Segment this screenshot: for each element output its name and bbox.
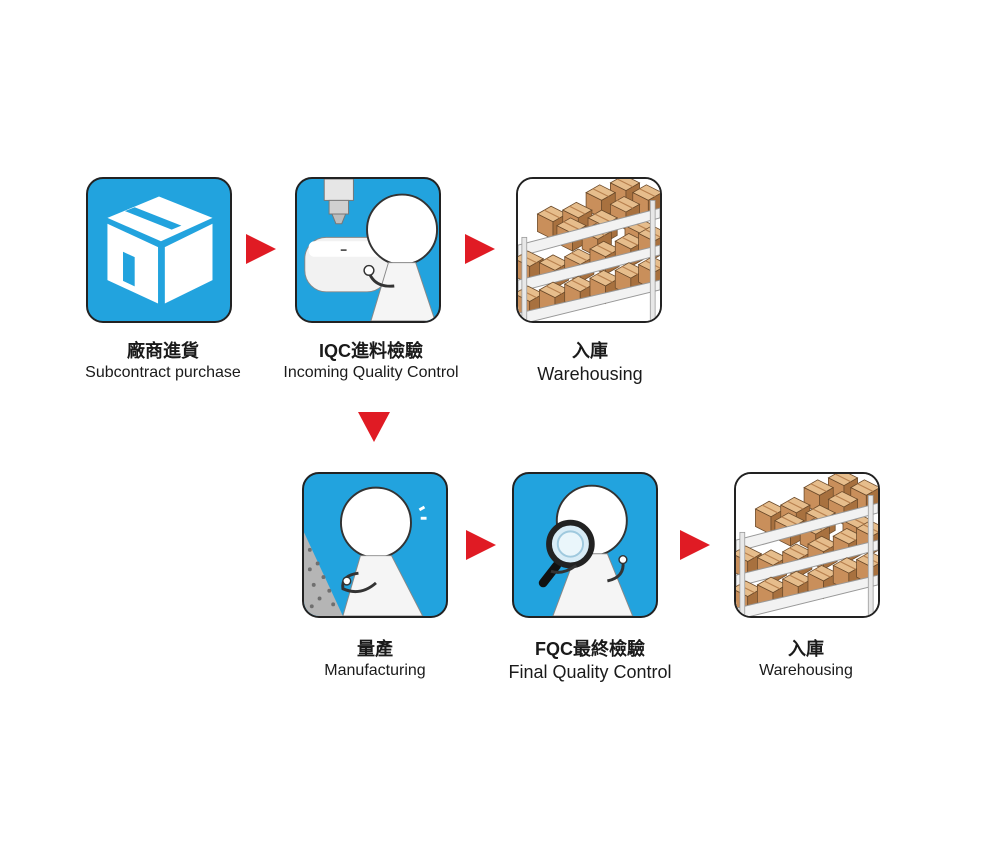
step-en-label: Warehousing (537, 364, 643, 384)
arrow-right-icon (246, 234, 276, 264)
step-zh-label: 廠商進貨 (127, 341, 199, 361)
step-en-label: Subcontract purchase (85, 364, 241, 381)
step-zh-label: FQC最終檢驗 (534, 639, 645, 659)
warehouse-shelves-icon (516, 177, 662, 323)
arrow-down-icon (358, 412, 390, 442)
svg-text:▬: ▬ (341, 247, 347, 253)
arrow-right-icon (466, 530, 496, 560)
box-icon (86, 177, 232, 323)
arrow-right-icon (465, 234, 495, 264)
step-zh-label: IQC進料檢驗 (318, 341, 423, 361)
step-zh-label: 量產 (356, 639, 393, 659)
arrow-right-icon (680, 530, 710, 560)
step-zh-label: 入庫 (788, 639, 824, 659)
step-zh-label: 入庫 (571, 341, 608, 361)
step-en-label: Incoming Quality Control (283, 364, 459, 381)
manufacturing-icon (302, 472, 448, 618)
magnifier-inspection-icon (512, 472, 658, 618)
step-en-label: Warehousing (759, 662, 853, 679)
step-en-label: Final Quality Control (508, 662, 672, 682)
inspection-icon: ▬ (295, 177, 441, 323)
step-en-label: Manufacturing (324, 662, 426, 679)
warehouse-shelves-icon (734, 472, 880, 618)
